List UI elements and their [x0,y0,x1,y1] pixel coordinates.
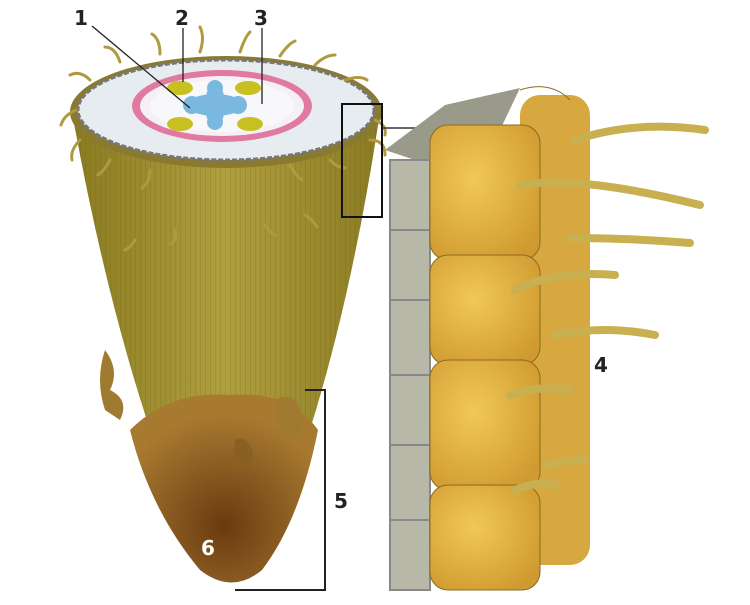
label-5: 5 [334,489,348,513]
bracket-5 [235,389,326,591]
cross-section [70,56,382,168]
root-body [72,112,380,580]
root-cap [100,350,318,583]
phloem [167,81,263,131]
label-1: 1 [74,6,88,30]
label-4: 4 [594,353,608,377]
label-6: 6 [201,536,215,560]
xylem [183,80,247,130]
zoom-frame [341,103,383,218]
label-2: 2 [175,6,189,30]
epidermis-magnified [385,86,709,591]
leader-lines [91,25,263,109]
label-3: 3 [254,6,268,30]
